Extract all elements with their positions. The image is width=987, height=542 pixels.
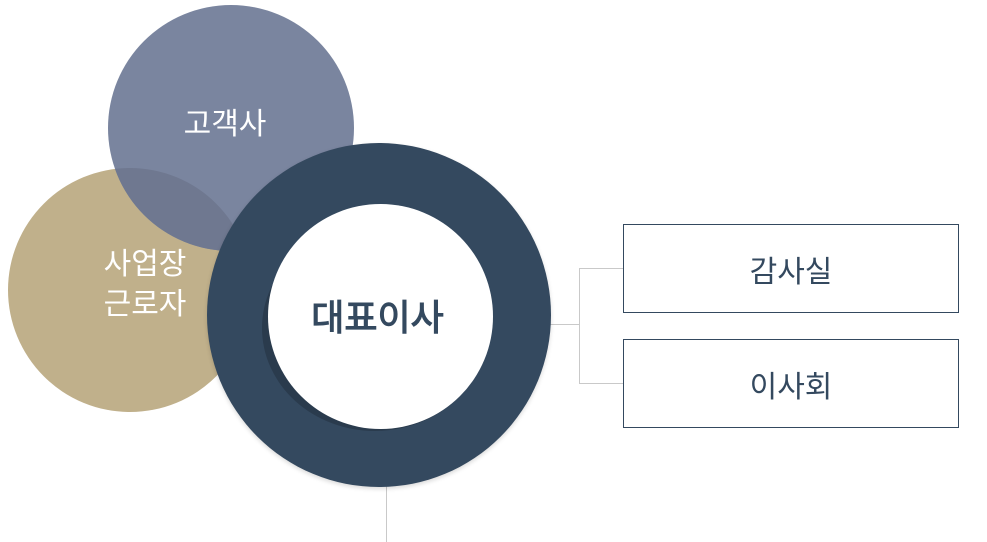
connector-vertical-branch bbox=[579, 268, 580, 384]
ceo-node: 대표이사 bbox=[268, 204, 493, 429]
customer-label: 고객사 bbox=[183, 107, 267, 142]
board-of-directors-box: 이사회 bbox=[623, 339, 959, 428]
connector-ceo-horizontal bbox=[550, 324, 580, 325]
connector-to-audit bbox=[579, 268, 623, 269]
audit-office-box: 감사실 bbox=[623, 224, 959, 313]
audit-office-label: 감사실 bbox=[749, 254, 833, 290]
connector-ceo-down bbox=[386, 486, 387, 542]
ceo-label: 대표이사 bbox=[311, 297, 444, 339]
board-of-directors-label: 이사회 bbox=[749, 369, 833, 405]
workers-label-line2: 근로자 bbox=[103, 287, 187, 322]
connector-to-board bbox=[579, 383, 623, 384]
workers-label-line1: 사업장 bbox=[103, 247, 187, 282]
